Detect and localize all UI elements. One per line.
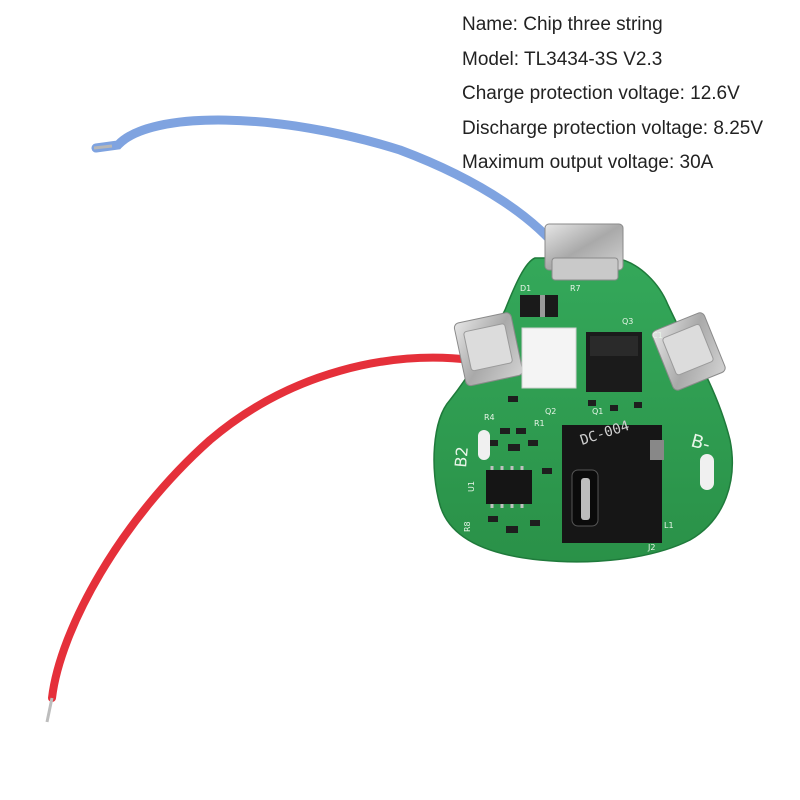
top-terminal [544,223,624,281]
label-b2: B2 [451,446,472,469]
label-r1: R1 [534,419,545,428]
label-u1: U1 [467,481,476,492]
red-wire-bare-end [45,697,54,723]
dc-004-connector [562,425,664,543]
label-c1: C1 [652,331,663,340]
label-b-minus: B- [689,431,713,456]
spec-max-output: Maximum output voltage: 30A [462,152,714,173]
label-r7: R7 [570,284,581,293]
slot-left [478,430,490,460]
label-j2: J2 [647,543,655,552]
mosfet-d1 [520,295,558,317]
spec-charge-voltage: Charge protection voltage: 12.6V [462,83,740,104]
label-q2: Q2 [545,407,556,416]
label-q1: Q1 [592,407,603,416]
label-r8: R8 [463,521,472,532]
red-wire [48,353,476,702]
label-q3: Q3 [622,317,633,326]
spec-discharge-voltage: Discharge protection voltage: 8.25V [462,117,764,139]
label-r4: R4 [484,413,495,422]
right-terminal [651,312,726,391]
spec-list: Name: Chip three string Model: TL3434-3S… [462,8,763,181]
label-l1: L1 [664,521,674,530]
left-terminal [453,312,524,387]
blue-wire [91,115,573,267]
slot-right [700,454,714,490]
mosfet-q3 [586,332,642,392]
ic-u1 [486,466,532,508]
spec-model: Model: TL3434-3S V2.3 [462,48,663,70]
solder-pad [521,327,577,389]
spec-name: Name: Chip three string [462,14,663,35]
smd-components [488,396,642,533]
label-d1: D1 [520,284,531,293]
blue-wire-bare-end [93,144,113,150]
